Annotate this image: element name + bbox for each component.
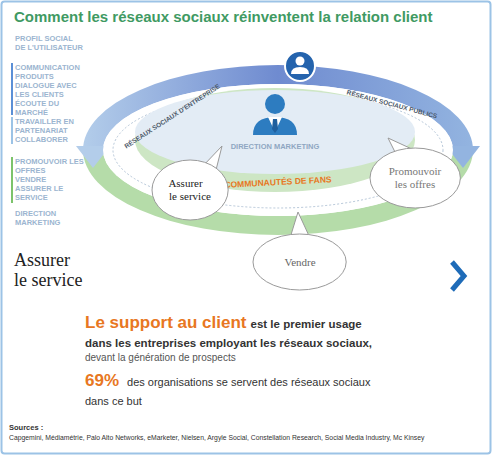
menu-item: COMMUNICATION PRODUITS bbox=[15, 63, 85, 81]
menu-item: PROMOUVOIR LES OFFRES bbox=[15, 157, 85, 175]
bubble-text: Promouvoir les offres bbox=[386, 165, 444, 191]
menu-item: PROFIL SOCIAL DE L'UTILISATEUR bbox=[15, 34, 85, 52]
sources-list: Capgemini, Médiamétrie, Palo Alto Networ… bbox=[9, 434, 485, 442]
speech-bubble: Assurer le service bbox=[151, 159, 229, 221]
person-body bbox=[253, 117, 297, 135]
bubble-shape bbox=[370, 148, 460, 208]
speech-bubble: Vendre bbox=[252, 233, 347, 291]
user-body bbox=[291, 67, 309, 74]
highlight: Le support au client bbox=[85, 313, 247, 332]
paragraph: Le support au clientest le premier usage… bbox=[85, 314, 385, 352]
section-heading: Assurer le service bbox=[14, 250, 98, 290]
bubble-shape bbox=[253, 234, 346, 290]
area-label: DIRECTION MARKETING bbox=[231, 142, 320, 151]
speech-bubble: Promouvoir les offres bbox=[369, 147, 461, 209]
person-shirt bbox=[268, 117, 282, 132]
menu-item: DIRECTION MARKETING bbox=[15, 209, 85, 227]
highlight: 69% bbox=[85, 371, 119, 390]
wrap-guide bbox=[76, 250, 98, 270]
chevron bbox=[452, 262, 464, 290]
group-bar bbox=[11, 117, 13, 144]
sources-heading: Sources : bbox=[9, 423, 209, 432]
menu-item: ASSURER LE SERVICE bbox=[15, 184, 85, 202]
statement: devant la génération de prospects bbox=[85, 352, 465, 363]
person-head bbox=[265, 94, 285, 114]
menu-item: VENDRE bbox=[15, 175, 85, 184]
group-bar bbox=[11, 157, 13, 203]
paragraph: 69%des organisations se servent des rése… bbox=[85, 372, 385, 410]
menu-item: DIALOGUE AVEC LES CLIENTS bbox=[15, 81, 85, 99]
user-head bbox=[296, 57, 305, 66]
wrap-guide bbox=[205, 177, 214, 190]
statement: des organisations se servent des réseaux… bbox=[85, 376, 370, 407]
title: Comment les réseaux sociaux réinventent … bbox=[14, 8, 432, 25]
person-tie bbox=[272, 119, 278, 133]
menu-item: ÉCOUTE DU MARCHÉ bbox=[15, 99, 85, 117]
bubble-text: Assurer le service bbox=[166, 177, 214, 203]
menu-item: TRAVAILLER EN PARTENARIAT bbox=[15, 117, 85, 135]
menu-item: COLLABORER bbox=[15, 135, 85, 144]
bubble-text: Vendre bbox=[270, 256, 330, 269]
user-icon bbox=[285, 51, 315, 81]
group-bar bbox=[11, 63, 13, 115]
bubble-shape bbox=[152, 160, 228, 220]
